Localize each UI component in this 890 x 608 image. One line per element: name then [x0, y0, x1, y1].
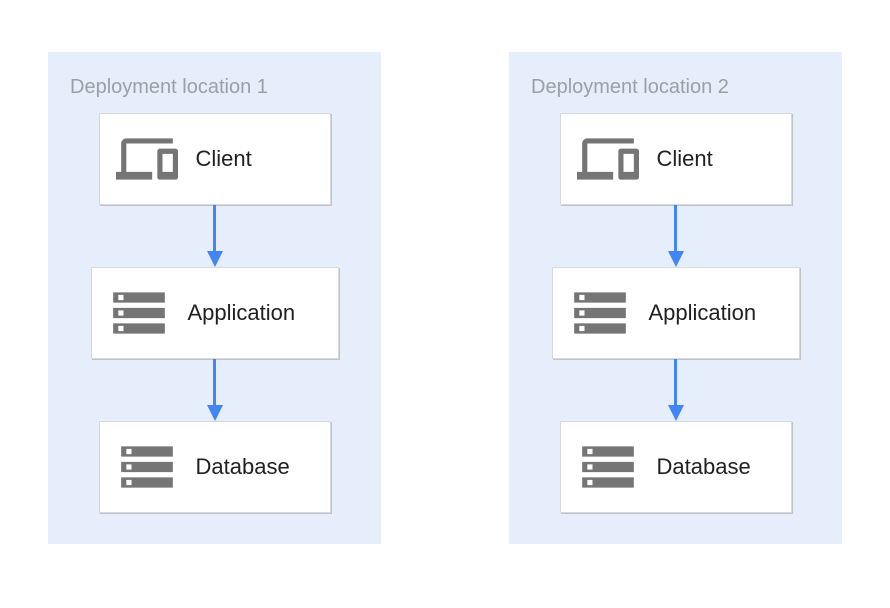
server-stack-icon: [569, 282, 631, 344]
arrow-head-icon: [206, 251, 223, 267]
panel-title: Deployment location 2: [531, 76, 729, 98]
database-node: Database: [98, 421, 331, 513]
database-node: Database: [559, 421, 792, 513]
panel-title: Deployment location 1: [70, 76, 268, 98]
arrow-head-icon: [667, 405, 684, 421]
deployment-location-2-panel: Deployment location 2 Client: [509, 52, 842, 544]
server-stack-icon: [116, 436, 178, 498]
node-label: Database: [195, 454, 290, 479]
node-stack: Client Application: [48, 113, 381, 513]
node-label: Application: [187, 300, 296, 325]
devices-icon: [115, 128, 178, 190]
deployment-location-1-panel: Deployment location 1 Client: [48, 52, 381, 544]
arrow-line: [674, 205, 677, 251]
client-node: Client: [559, 113, 792, 205]
down-arrow: [206, 359, 223, 421]
client-node: Client: [98, 113, 331, 205]
node-label: Database: [656, 454, 751, 479]
node-label: Client: [656, 146, 713, 171]
node-label: Application: [648, 300, 757, 325]
server-stack-icon: [108, 282, 170, 344]
down-arrow: [667, 359, 684, 421]
server-stack-icon: [577, 436, 639, 498]
arrow-head-icon: [206, 405, 223, 421]
node-label: Client: [195, 146, 252, 171]
arrow-line: [674, 359, 677, 405]
arrow-head-icon: [667, 251, 684, 267]
arrow-line: [213, 359, 216, 405]
down-arrow: [206, 205, 223, 267]
down-arrow: [667, 205, 684, 267]
application-node: Application: [551, 267, 800, 359]
devices-icon: [576, 128, 639, 190]
arrow-line: [213, 205, 216, 251]
node-stack: Client Application: [509, 113, 842, 513]
application-node: Application: [90, 267, 339, 359]
